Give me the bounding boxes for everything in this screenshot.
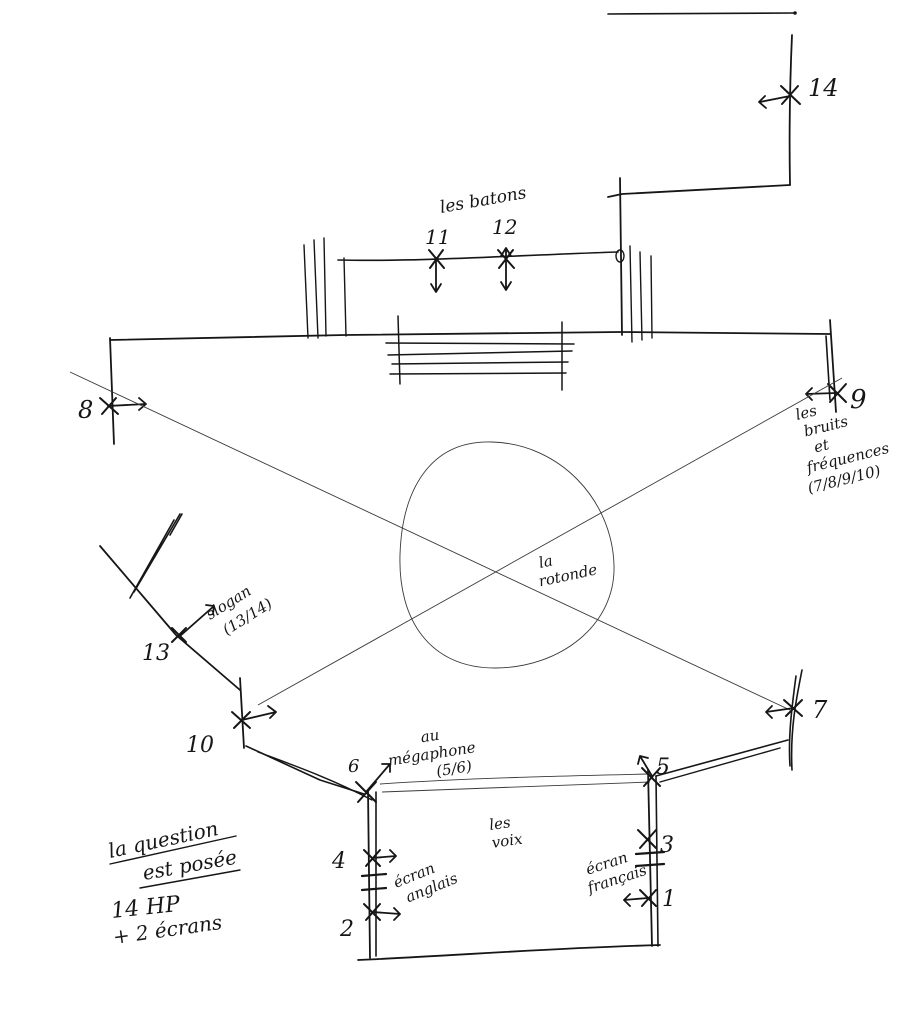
question-note: la question est posée 14 HP + 2 écrans [106, 816, 241, 949]
speaker-9-icon [805, 383, 847, 403]
batons-structure [109, 237, 831, 391]
speaker-10-icon [231, 705, 277, 729]
label-10: 10 [186, 733, 214, 758]
bruits-note: les bruits et fréquences (7/8/9/10) [794, 401, 892, 497]
speaker-1-icon [623, 889, 657, 907]
speaker-14-icon [758, 85, 801, 109]
speaker-13-icon [171, 604, 215, 643]
left-slanted-wall [99, 513, 373, 801]
speaker-3-icon [637, 829, 657, 849]
slogan-note: slogan (13/14) [203, 582, 276, 639]
label-voix-2: voix [491, 830, 525, 852]
left-wall [109, 337, 115, 445]
voix-note: les voix [488, 813, 525, 852]
megaphone-note: au mégaphone (5/6) [387, 726, 477, 781]
rotonde-note: la rotonde [537, 551, 599, 590]
label-voix-1: les [488, 813, 512, 834]
speaker-8-icon [99, 397, 147, 415]
label-5: 5 [656, 755, 670, 780]
label-4: 4 [331, 849, 346, 874]
rotonde-circle [399, 441, 615, 669]
label-3: 3 [660, 833, 674, 858]
speaker-6-icon [355, 763, 391, 803]
label-rotonde-1: la [537, 551, 554, 571]
label-7: 7 [812, 696, 828, 724]
speaker-7-icon [765, 699, 803, 719]
label-megaphone-3: (5/6) [435, 757, 473, 780]
label-13: 13 [142, 641, 170, 666]
ecran-anglais-screen [360, 872, 388, 892]
label-12: 12 [492, 215, 517, 239]
label-bruits-3: et [812, 435, 832, 456]
speaker-2-icon [363, 903, 401, 921]
label-2: 2 [339, 917, 354, 942]
speaker-12-icon [497, 247, 515, 291]
label-megaphone-1: au [419, 726, 440, 747]
sight-lines [69, 371, 843, 711]
speaker-5-icon [637, 755, 661, 787]
right-slanted-wall [655, 669, 803, 783]
label-9: 9 [850, 385, 867, 415]
label-6: 6 [348, 756, 359, 777]
label-8: 8 [78, 396, 93, 424]
top-right-wall [607, 11, 797, 336]
ecran-francais-screen [634, 850, 666, 868]
speaker-4-icon [363, 849, 397, 867]
label-11: 11 [425, 225, 450, 249]
label-1: 1 [662, 887, 676, 912]
label-bruits-1: les [794, 401, 819, 424]
ecran-anglais-note: écran anglais [391, 859, 461, 906]
speaker-11-icon [428, 249, 445, 293]
label-les-batons: les batons [438, 183, 528, 218]
label-14: 14 [808, 74, 839, 102]
ecran-francais-note: écran français [583, 848, 649, 897]
